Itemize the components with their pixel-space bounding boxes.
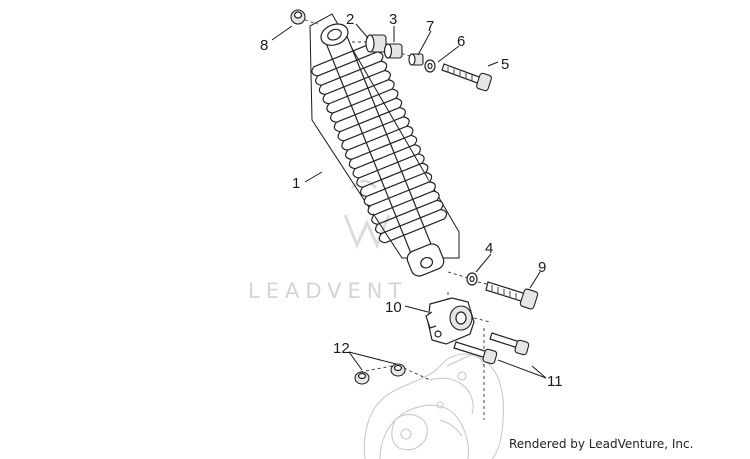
upper-spacer [383, 43, 403, 59]
callout-7: 7 [426, 18, 434, 35]
shock-absorber [309, 13, 460, 277]
callout-5: 5 [501, 56, 509, 73]
sleeve [408, 53, 424, 66]
top-mount-rubber [290, 9, 306, 25]
callout-10: 10 [385, 299, 402, 316]
leader-lines [271, 23, 547, 379]
watermark-text: LEADVENT [248, 279, 407, 303]
upper-bolt [441, 63, 492, 92]
callout-8: 8 [260, 37, 268, 54]
callout-9: 9 [538, 259, 546, 276]
lower-washer [466, 272, 478, 286]
lower-bolt [485, 281, 539, 310]
spring-coils [311, 42, 448, 244]
callout-4: 4 [485, 240, 493, 257]
callout-2: 2 [346, 11, 354, 28]
callout-6: 6 [457, 33, 465, 50]
upper-bushing [365, 34, 387, 53]
rubber-grommets [354, 363, 406, 385]
engine-case-outline [363, 351, 504, 459]
lower-bracket [425, 297, 475, 345]
render-credit: Rendered by LeadVenture, Inc. [509, 437, 694, 451]
callout-3: 3 [389, 11, 397, 28]
upper-washer [424, 59, 436, 73]
callout-1: 1 [292, 175, 300, 192]
mounting-bolts [453, 332, 530, 365]
callout-12: 12 [333, 340, 350, 357]
callout-11: 11 [547, 373, 563, 390]
callout-labels: 1 2 3 4 5 6 7 8 9 10 11 12 [260, 11, 563, 390]
